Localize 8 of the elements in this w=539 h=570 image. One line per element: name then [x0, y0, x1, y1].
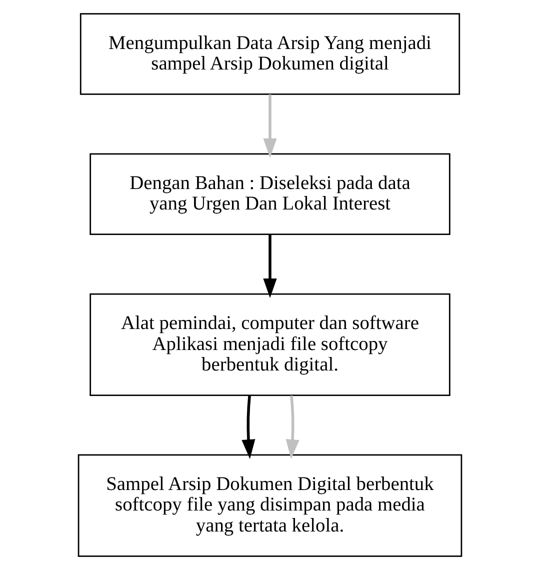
- node-box: Dengan Bahan : Diseleksi pada data yang Urgen Dan Lokal Interest: [89, 153, 450, 236]
- arrow: [262, 94, 276, 158]
- node-box: Alat pemindai, computer dan software Aplikasi menjadi file softcopy berbentuk digital.: [89, 293, 450, 396]
- node-box: Mengumpulkan Data Arsip Yang menjadi sampel Arsip Dokumen digital: [79, 13, 460, 95]
- arrow: [241, 396, 255, 459]
- node-box: Sampel Arsip Dokumen Digital berbentuk softcopy file yang disimpan pada media yang tertata kelola.: [77, 454, 462, 557]
- arrow: [285, 396, 299, 459]
- arrow: [262, 234, 276, 298]
